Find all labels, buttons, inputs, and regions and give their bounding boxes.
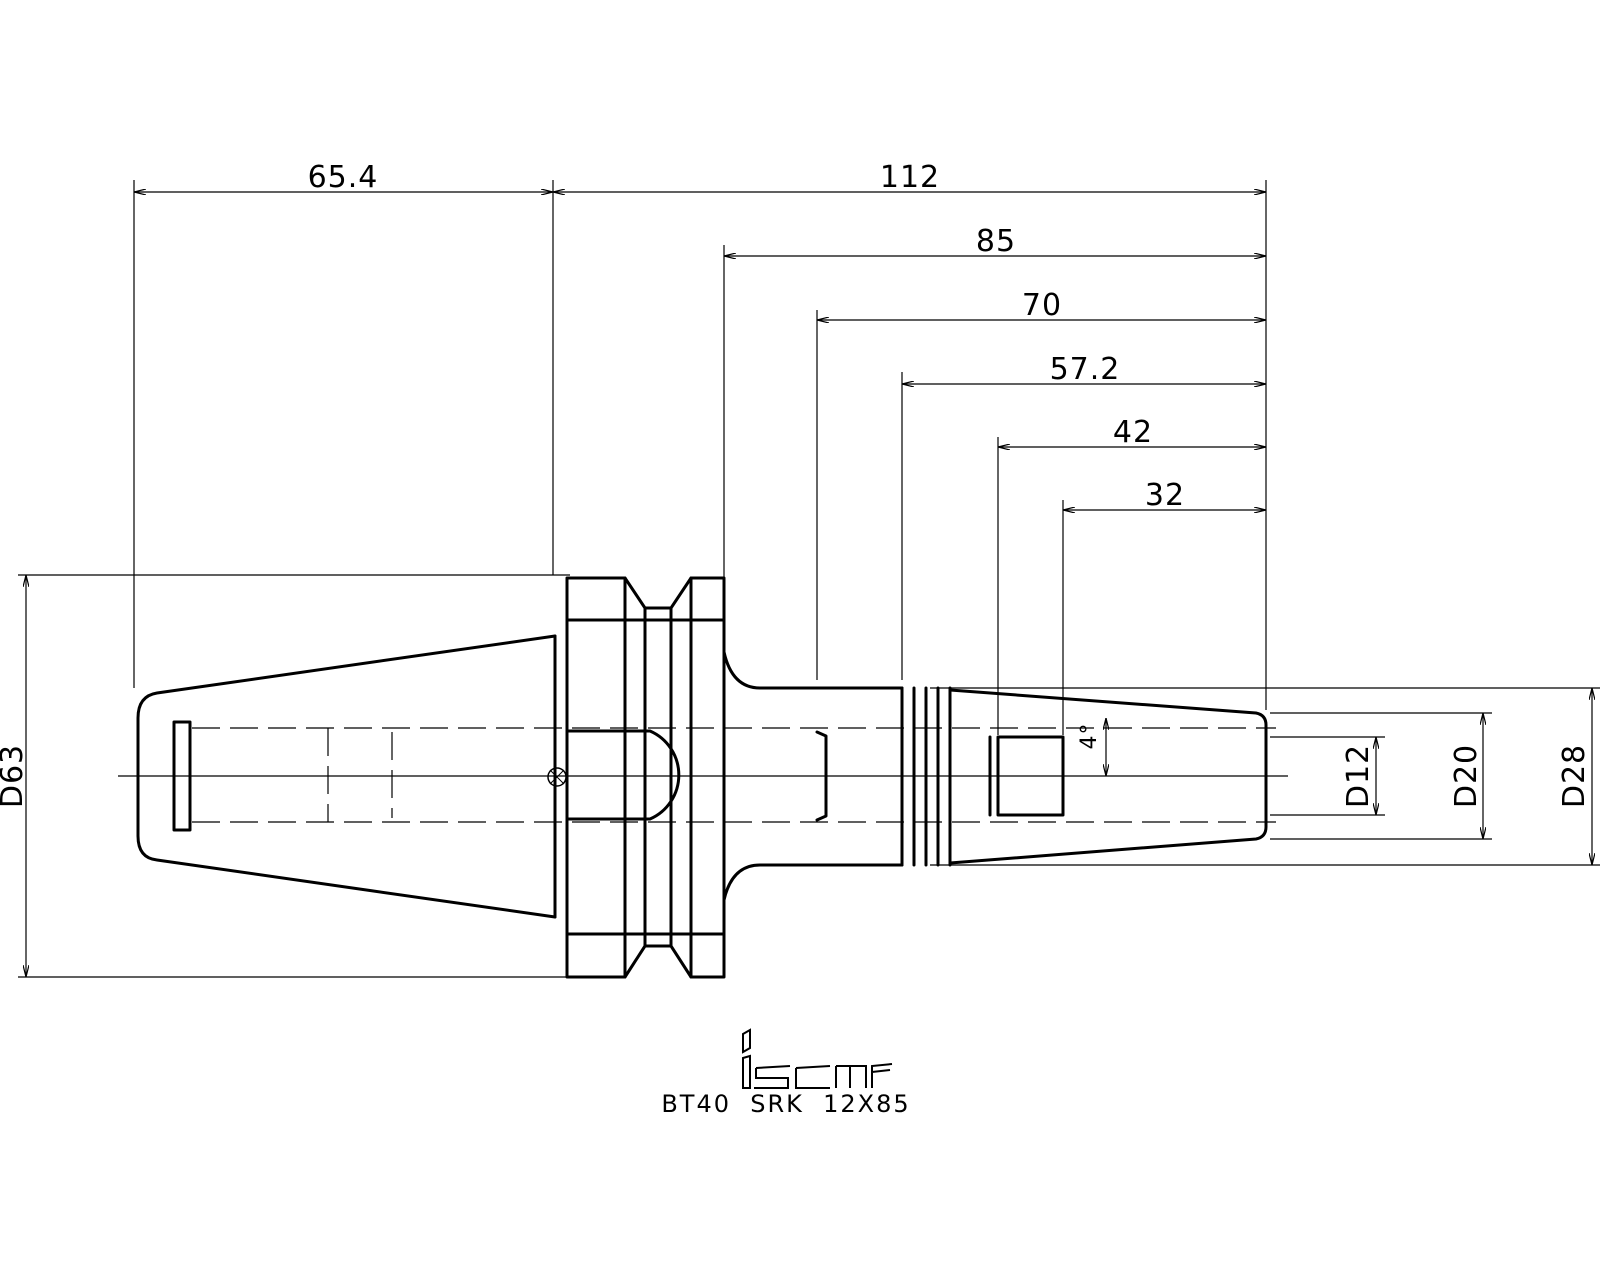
shrink-nose xyxy=(948,688,1268,865)
dimension-lines xyxy=(26,192,1592,977)
coolant-hole xyxy=(547,767,567,787)
tool-holder-body xyxy=(136,576,1268,979)
iscar-logo: iscar xyxy=(742,1028,893,1089)
dim-label-57-2: 57.2 xyxy=(1050,352,1121,387)
drive-slot xyxy=(565,729,681,821)
dim-label-d20: D20 xyxy=(1449,744,1484,808)
grooves xyxy=(900,686,952,867)
dimension-labels: 65.4 112 85 70 57.2 42 32 D63 D12 D20 D2… xyxy=(0,160,1592,808)
retention-slot xyxy=(172,720,192,832)
hidden-lines xyxy=(192,727,1276,823)
bore-step xyxy=(815,730,828,822)
dim-label-angle: 4° xyxy=(1077,723,1102,750)
dim-label-32: 32 xyxy=(1145,478,1185,513)
dim-label-42: 42 xyxy=(1113,415,1153,450)
dim-label-65-4: 65.4 xyxy=(308,160,379,195)
taper-shank xyxy=(136,634,557,919)
dim-label-85: 85 xyxy=(976,224,1016,259)
bore-end xyxy=(996,735,1065,817)
dim-label-112: 112 xyxy=(880,160,940,195)
dim-label-d12: D12 xyxy=(1341,744,1376,808)
dim-label-d63: D63 xyxy=(0,744,30,808)
dim-label-d28: D28 xyxy=(1557,744,1592,808)
extension-lines xyxy=(18,180,1600,978)
part-number: BT40 SRK 12X85 xyxy=(661,1090,910,1118)
dim-label-70: 70 xyxy=(1022,288,1062,323)
